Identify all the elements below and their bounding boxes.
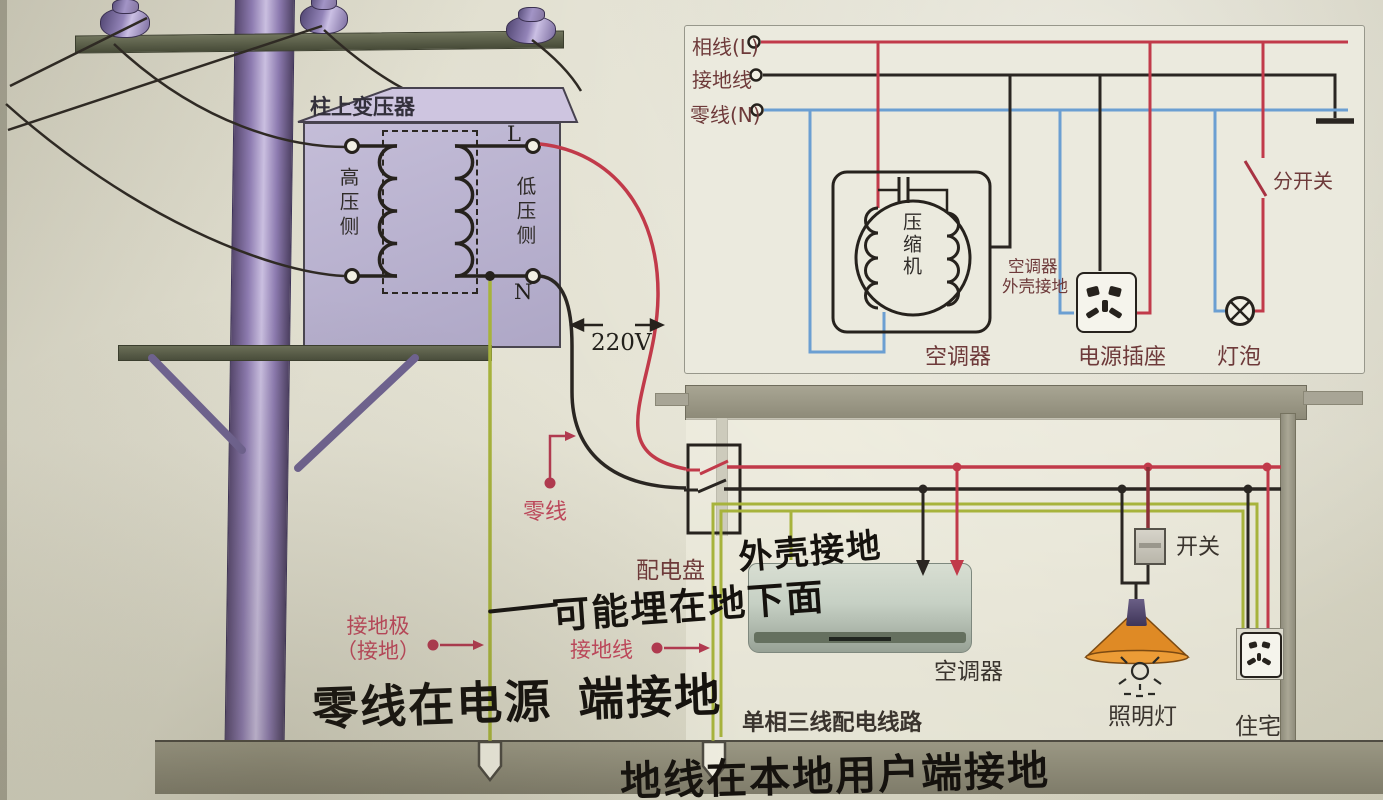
schematic-socket-label: 电源插座: [1078, 345, 1167, 370]
distribution-panel-label: 配电盘: [636, 558, 705, 584]
power-socket-icon: [1076, 272, 1137, 333]
live-bus-label: 相线(L): [692, 35, 759, 59]
photo-edge-shadow: [0, 0, 7, 800]
circuit-name-label: 单相三线配电线路: [742, 710, 923, 736]
hv-side-label: 高压侧: [336, 167, 359, 241]
service-drop-wires: [488, 142, 687, 743]
transformer-title: 柱上变压器: [310, 94, 415, 119]
insulator-icon: [100, 0, 150, 38]
compressor-schematic: [831, 170, 992, 334]
neutral-bus-label: 零线(N): [690, 103, 761, 127]
house-name-label: 住宅: [1235, 714, 1281, 740]
voltage-label: 220V: [591, 330, 652, 356]
insulator-icon: [506, 7, 556, 44]
pole-braces: [148, 354, 419, 472]
compressor-label: 压缩机: [900, 212, 922, 278]
voltage-arrows-icon: [568, 318, 666, 332]
lamp-circuit-wires: [1120, 467, 1270, 633]
switch-label: 开关: [1176, 535, 1221, 560]
electrode-label: 接地极 （接地）: [336, 614, 420, 663]
beam-stub-left: [655, 393, 689, 406]
insulator-icon: [300, 0, 348, 34]
handwriting-user-ground: 地线在本地用户端接地: [619, 746, 1051, 800]
terminal-n-label: N: [514, 280, 533, 304]
earth-wire-tag: 接地线: [570, 638, 633, 662]
neutral-tag: 零线: [523, 500, 568, 525]
air-conditioner-unit: [748, 563, 972, 653]
ac-feed-arrows: [916, 467, 964, 576]
house-ac-label: 空调器: [934, 659, 1003, 685]
schematic-bulb-label: 灯泡: [1217, 345, 1262, 370]
lamp-holder-icon: [1126, 599, 1147, 626]
beam-stub-right: [1303, 391, 1363, 405]
house-buses: [711, 465, 1281, 743]
branch-switch-label: 分开关: [1273, 169, 1333, 193]
schematic-ac-label: 空调器: [925, 345, 992, 370]
case-ground-note: 空调器 外壳接地: [1002, 257, 1068, 296]
schematic-branch-wires: [808, 42, 1268, 354]
pendant-lamp-icon: [1084, 607, 1190, 698]
transformer-core-dashed-box: [382, 130, 478, 294]
bulb-icon: [1225, 296, 1255, 326]
lv-side-label: 低压侧: [513, 176, 536, 250]
schematic-terminals: [747, 35, 764, 117]
wall-switch-icon: [1134, 528, 1166, 565]
annotation-arrows: [427, 431, 710, 654]
hv-line-wires: [5, 16, 583, 278]
terminal-l-label: L: [507, 122, 521, 146]
house-socket-icon: [1240, 632, 1282, 678]
ground-band: [155, 740, 1383, 794]
distribution-panel-switches: [684, 459, 729, 494]
lamp-label: 照明灯: [1108, 704, 1177, 730]
transformer-roof: [297, 87, 579, 123]
transformer-terminals: [344, 138, 541, 284]
schematic-buses: [761, 40, 1354, 124]
ground-electrodes: [477, 740, 727, 783]
transformer-box: [303, 122, 561, 348]
transformer-windings: [359, 144, 527, 278]
earth-bus-label: 接地线: [692, 68, 752, 92]
